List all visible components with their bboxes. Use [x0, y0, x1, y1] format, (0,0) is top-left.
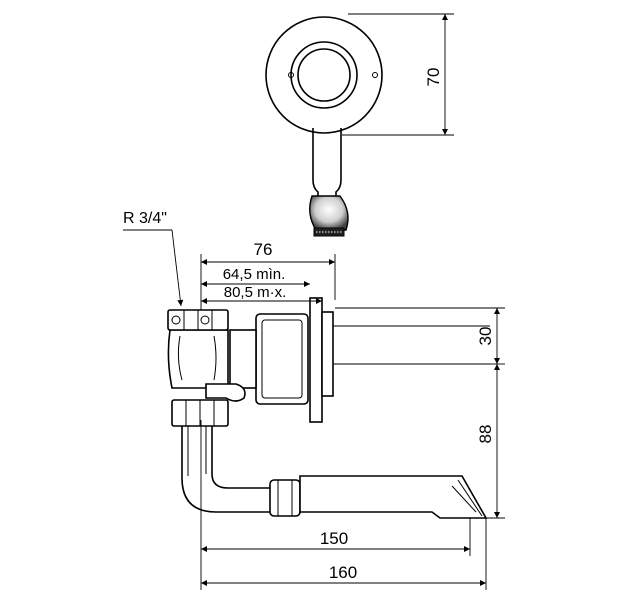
lower-spout [299, 475, 488, 519]
aerator [309, 195, 349, 231]
body-neck [229, 329, 257, 389]
escutcheon-plate [265, 16, 383, 134]
screw-hole-right [372, 72, 378, 78]
dim-30-label: 30 [476, 327, 495, 346]
screw-hole-left [288, 72, 294, 78]
inner-ring [297, 48, 351, 102]
dim-min-label: 64,5 mìn. [223, 266, 286, 283]
coupling [269, 479, 301, 517]
dim-160-label: 160 [329, 563, 357, 582]
dim-max-label: 80,5 m·x. [224, 284, 287, 301]
dim-150-label: 150 [320, 529, 348, 548]
side-view [167, 297, 490, 519]
wall-plate [309, 297, 323, 423]
spout-arm [312, 128, 342, 200]
spout-tube [333, 325, 490, 365]
pipe-outer [181, 426, 272, 513]
pipe-inner [211, 426, 272, 489]
fitting-body [167, 329, 229, 389]
front-view [265, 13, 454, 237]
leader-arrow [171, 229, 184, 307]
valve-housing [255, 313, 309, 405]
dim-76-label: 76 [254, 240, 273, 259]
dim-70-label: 70 [424, 68, 443, 87]
thread-label: R 3/4" [123, 210, 167, 227]
plate-collar [321, 311, 334, 397]
outer-ring [290, 41, 358, 109]
side-lever [205, 383, 246, 402]
dim-88-label: 88 [476, 425, 495, 444]
